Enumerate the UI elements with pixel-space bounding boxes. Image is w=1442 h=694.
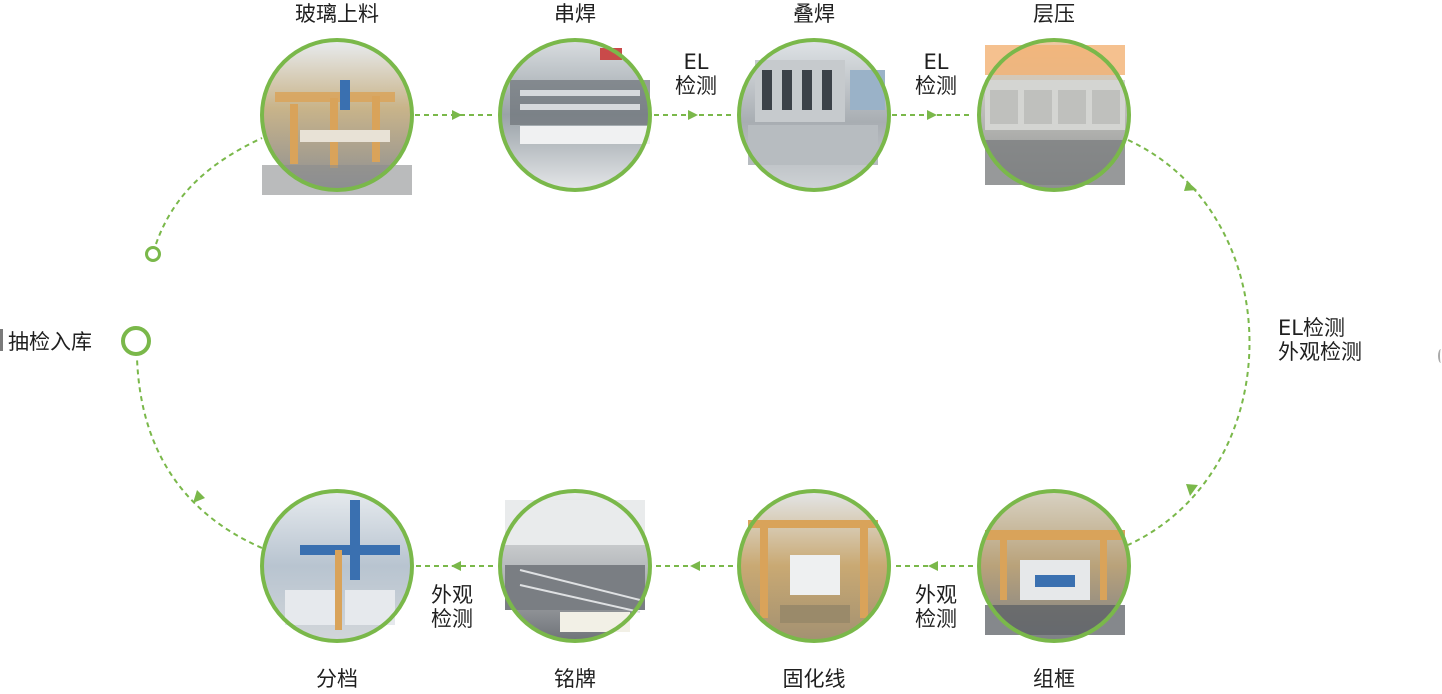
left-edge-divider [0,329,3,351]
arrow-grading-to-storage [136,357,263,549]
arrow-head [452,110,462,120]
step-label-storage: 抽检入库 [8,330,92,354]
connector-label-line: 外观 [431,583,473,607]
connector-label-visual-1: 外观 检测 [891,583,981,631]
step-label-glass: 玻璃上料 [295,2,379,26]
step-label-layup-weld: 叠焊 [793,2,835,26]
step-label-curing: 固化线 [782,667,846,691]
arrow-head [451,561,461,571]
step-photo-grading [260,489,414,643]
step-label-grading: 分档 [316,667,358,691]
start-node-ring [145,246,161,262]
connector-label-line: 检测 [431,607,473,631]
arrow-head [927,110,937,120]
connector-label-line: EL [683,50,709,74]
connector-label-el-2: EL 检测 [891,50,981,98]
arrow-head [928,561,938,571]
connector-label-visual-2: 外观 检测 [407,583,497,631]
connector-label-line: EL [923,50,949,74]
connector-label-line: EL检测 [1278,316,1345,340]
arrow-head [690,561,700,571]
arrow-start-to-glass [155,137,263,245]
connector-label-el-visual: EL检测 外观检测 [1278,316,1362,364]
arrow-head [688,110,698,120]
right-edge-fragment [1438,349,1442,363]
connector-label-el-1: EL 检测 [651,50,741,98]
step-photo-string-weld [498,38,652,192]
arrow-laminate-to-frame [1127,139,1251,546]
step-photo-glass [260,38,414,195]
step-photo-frame [977,489,1131,643]
connector-label-line: 检测 [675,74,717,98]
connector-label-line: 检测 [915,74,957,98]
connector-label-line: 外观检测 [1278,340,1362,364]
connector-label-line: 检测 [915,607,957,631]
step-photo-nameplate [498,489,652,643]
arrow-head [193,490,205,503]
step-photo-laminate [977,38,1131,192]
step-label-nameplate: 铭牌 [554,667,596,691]
step-label-string-weld: 串焊 [554,2,596,26]
storage-node-ring [121,326,151,356]
step-photo-layup-weld [737,38,891,192]
step-label-laminate: 层压 [1033,2,1075,26]
arrow-head [1186,484,1198,496]
connector-label-line: 外观 [915,583,957,607]
arrow-head [1184,181,1197,191]
step-label-frame: 组框 [1033,667,1075,691]
step-photo-curing [737,489,891,643]
